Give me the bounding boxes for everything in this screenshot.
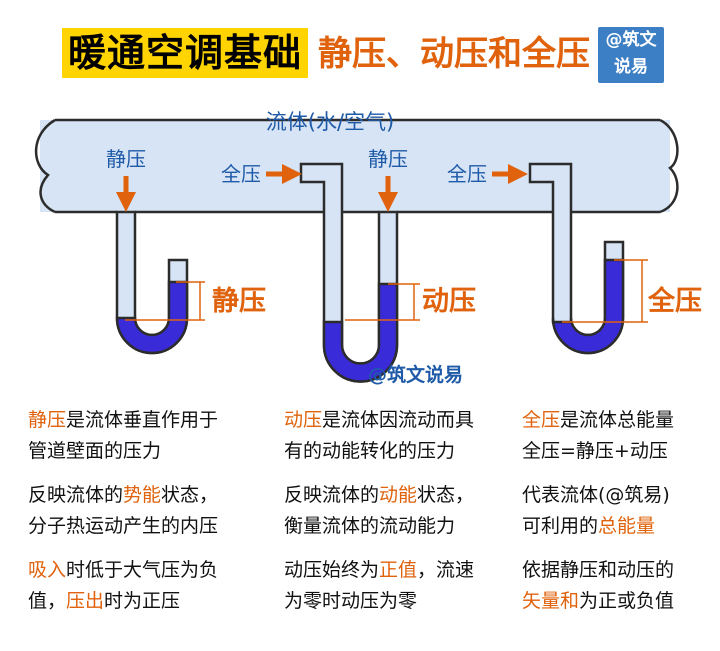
- dynamic-dimension: [345, 283, 420, 321]
- col3-p2-a: 代表流体(@筑易): [522, 484, 670, 506]
- badge-line-2: 说易: [614, 57, 648, 77]
- manometer-total: [528, 162, 625, 355]
- col2-p1-text2: 有的动能转化的压力: [284, 440, 456, 462]
- col3-para1: 全压是流体总能量 全压=静压+动压: [522, 405, 674, 467]
- col3-p1-text: 是流体总能量: [560, 409, 675, 431]
- col3-p3-term: 矢量和: [522, 590, 580, 612]
- col2-p3-d: 为零时动压为零: [284, 590, 418, 612]
- col1-p2-c: 状态，: [161, 484, 219, 506]
- col3-para2: 代表流体(@筑易) 可利用的总能量: [522, 480, 670, 542]
- pressure-diagram: 流体(水/空气) 静压 静压 全压 静压 动压 @筑文说易 全压 全压: [34, 110, 702, 386]
- manometer-static: [115, 210, 189, 355]
- col3-p1-formula: 全压=静压+动压: [522, 440, 668, 462]
- col1-p2-d: 分子热运动产生的内压: [28, 515, 219, 537]
- col1-p1-term: 静压: [28, 409, 67, 431]
- manometer-dynamic: [299, 162, 399, 383]
- col1-p2-term: 势能: [123, 484, 162, 506]
- col2-p2-d: 衡量流体的流动能力: [284, 515, 456, 537]
- result-dynamic-label: 动压: [422, 286, 476, 317]
- col3-p2-b: 可利用的: [522, 515, 599, 537]
- page-subtitle: 静压、动压和全压: [318, 34, 590, 74]
- col2-p1-text: 是流体因流动而具: [322, 409, 475, 431]
- col2-para1: 动压是流体因流动而具 有的动能转化的压力: [284, 405, 474, 467]
- result-total-label: 全压: [647, 285, 702, 317]
- page-title: 暖通空调基础: [62, 28, 309, 78]
- col3-p3-c: 为正或负值: [579, 590, 675, 612]
- author-badge: @筑文 说易: [598, 27, 664, 83]
- static-dimension: [125, 281, 205, 321]
- col1-p1-text: 是流体垂直作用于: [66, 409, 219, 431]
- pipe-label: 流体(水/空气): [266, 110, 394, 134]
- static-label-1: 静压: [106, 147, 146, 171]
- col2-p3-term: 正值: [379, 559, 418, 581]
- col2-p3-a: 动压始终为: [284, 559, 380, 581]
- col1-p3-term2: 压出: [66, 590, 105, 612]
- col2-p2-term: 动能: [379, 484, 418, 506]
- watermark: @筑文说易: [368, 363, 463, 386]
- col3-p1-term: 全压: [522, 409, 561, 431]
- col1-para3: 吸入时低于大气压为负 值，压出时为正压: [28, 555, 218, 617]
- col3-p2-term: 总能量: [598, 515, 656, 537]
- col3-p3-a: 依据静压和动压的: [522, 559, 675, 581]
- col1-para2: 反映流体的势能状态， 分子热运动产生的内压: [28, 480, 218, 542]
- col2-para2: 反映流体的动能状态， 衡量流体的流动能力: [284, 480, 474, 542]
- static-label-2: 静压: [368, 147, 408, 171]
- badge-line-1: @筑文: [605, 30, 657, 50]
- col1-p3-term: 吸入: [28, 559, 67, 581]
- total-label-1: 全压: [221, 162, 261, 186]
- col2-p2-c: 状态，: [417, 484, 475, 506]
- col2-para3: 动压始终为正值，流速 为零时动压为零: [284, 555, 474, 617]
- col1-p2-a: 反映流体的: [28, 484, 124, 506]
- col1-p3-e: 时为正压: [104, 590, 181, 612]
- col2-p3-c: ，流速: [417, 559, 475, 581]
- col3-para3: 依据静压和动压的 矢量和为正或负值: [522, 555, 674, 617]
- total-label-2: 全压: [447, 162, 487, 186]
- col1-p3-c: 值，: [28, 590, 67, 612]
- col1-p1-text2: 管道壁面的压力: [28, 440, 162, 462]
- col2-p2-a: 反映流体的: [284, 484, 380, 506]
- result-static-label: 静压: [212, 286, 266, 317]
- col2-p1-term: 动压: [284, 409, 323, 431]
- col1-p3-b: 时低于大气压为负: [66, 559, 219, 581]
- col1-para1: 静压是流体垂直作用于 管道壁面的压力: [28, 405, 218, 467]
- total-dimension: [562, 259, 648, 323]
